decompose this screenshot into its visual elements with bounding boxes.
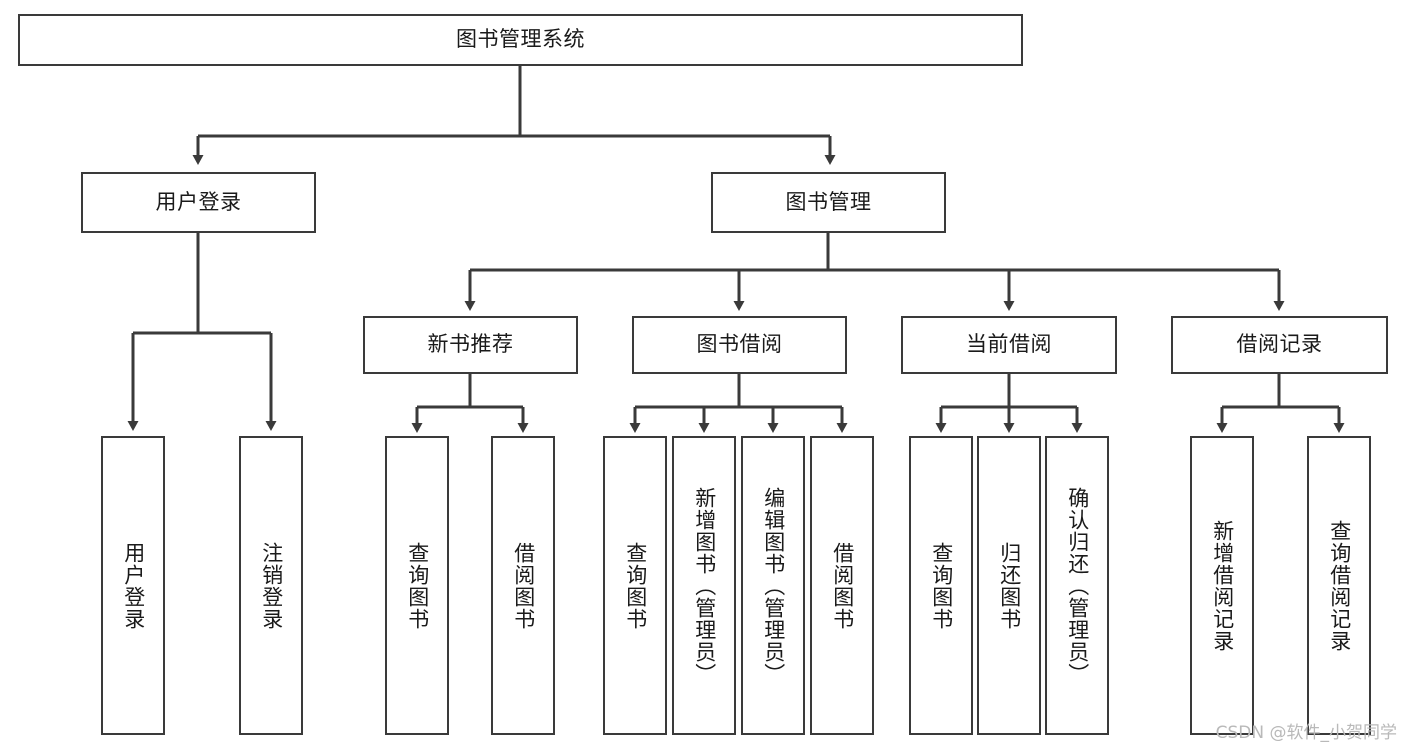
leaf-current-query-book[interactable]: 查询图书	[909, 436, 973, 735]
node-label: 图书借阅	[696, 332, 783, 357]
node-label: 用户登录	[155, 189, 242, 214]
leaf-recommend-query-book[interactable]: 查询图书	[385, 436, 449, 735]
node-label: 查询图书	[623, 541, 648, 630]
node-label: 注销登录	[259, 541, 284, 630]
leaf-borrow-borrow-book[interactable]: 借阅图书	[810, 436, 874, 735]
leaf-records-query-record[interactable]: 查询借阅记录	[1307, 436, 1371, 735]
node-label: 借阅图书	[511, 541, 536, 630]
node-label: 图书管理	[785, 189, 872, 214]
node-new-book-recommend[interactable]: 新书推荐	[363, 316, 578, 374]
node-label: 归还图书	[997, 541, 1022, 630]
leaf-borrow-edit-book-admin[interactable]: 编辑图书（管理员）	[741, 436, 805, 735]
node-label: 借阅记录	[1236, 332, 1323, 357]
node-label: 新增借阅记录	[1210, 519, 1235, 652]
leaf-logout[interactable]: 注销登录	[239, 436, 303, 735]
leaf-user-login[interactable]: 用户登录	[101, 436, 165, 735]
node-label: 图书管理系统	[456, 27, 585, 52]
node-current-borrow[interactable]: 当前借阅	[901, 316, 1117, 374]
leaf-borrow-query-book[interactable]: 查询图书	[603, 436, 667, 735]
watermark: CSDN @软件_小贺同学	[1215, 723, 1397, 743]
node-borrow-records[interactable]: 借阅记录	[1171, 316, 1388, 374]
node-label: 查询图书	[405, 541, 430, 630]
node-book-borrow[interactable]: 图书借阅	[632, 316, 847, 374]
node-user-login[interactable]: 用户登录	[81, 172, 316, 233]
leaf-records-add-record[interactable]: 新增借阅记录	[1190, 436, 1254, 735]
node-label: 新书推荐	[427, 332, 514, 357]
node-label: 用户登录	[121, 541, 146, 630]
node-label: 当前借阅	[966, 332, 1052, 357]
node-root-system[interactable]: 图书管理系统	[18, 14, 1023, 66]
node-label: 查询借阅记录	[1327, 519, 1352, 652]
leaf-current-return-book[interactable]: 归还图书	[977, 436, 1041, 735]
node-label: 编辑图书（管理员）	[761, 486, 786, 685]
node-label: 新增图书（管理员）	[692, 486, 717, 685]
node-label: 借阅图书	[830, 541, 855, 630]
leaf-current-confirm-return-admin[interactable]: 确认归还（管理员）	[1045, 436, 1109, 735]
leaf-recommend-borrow-book[interactable]: 借阅图书	[491, 436, 555, 735]
leaf-borrow-add-book-admin[interactable]: 新增图书（管理员）	[672, 436, 736, 735]
node-label: 确认归还（管理员）	[1065, 486, 1090, 685]
node-book-management[interactable]: 图书管理	[711, 172, 946, 233]
node-label: 查询图书	[929, 541, 954, 630]
